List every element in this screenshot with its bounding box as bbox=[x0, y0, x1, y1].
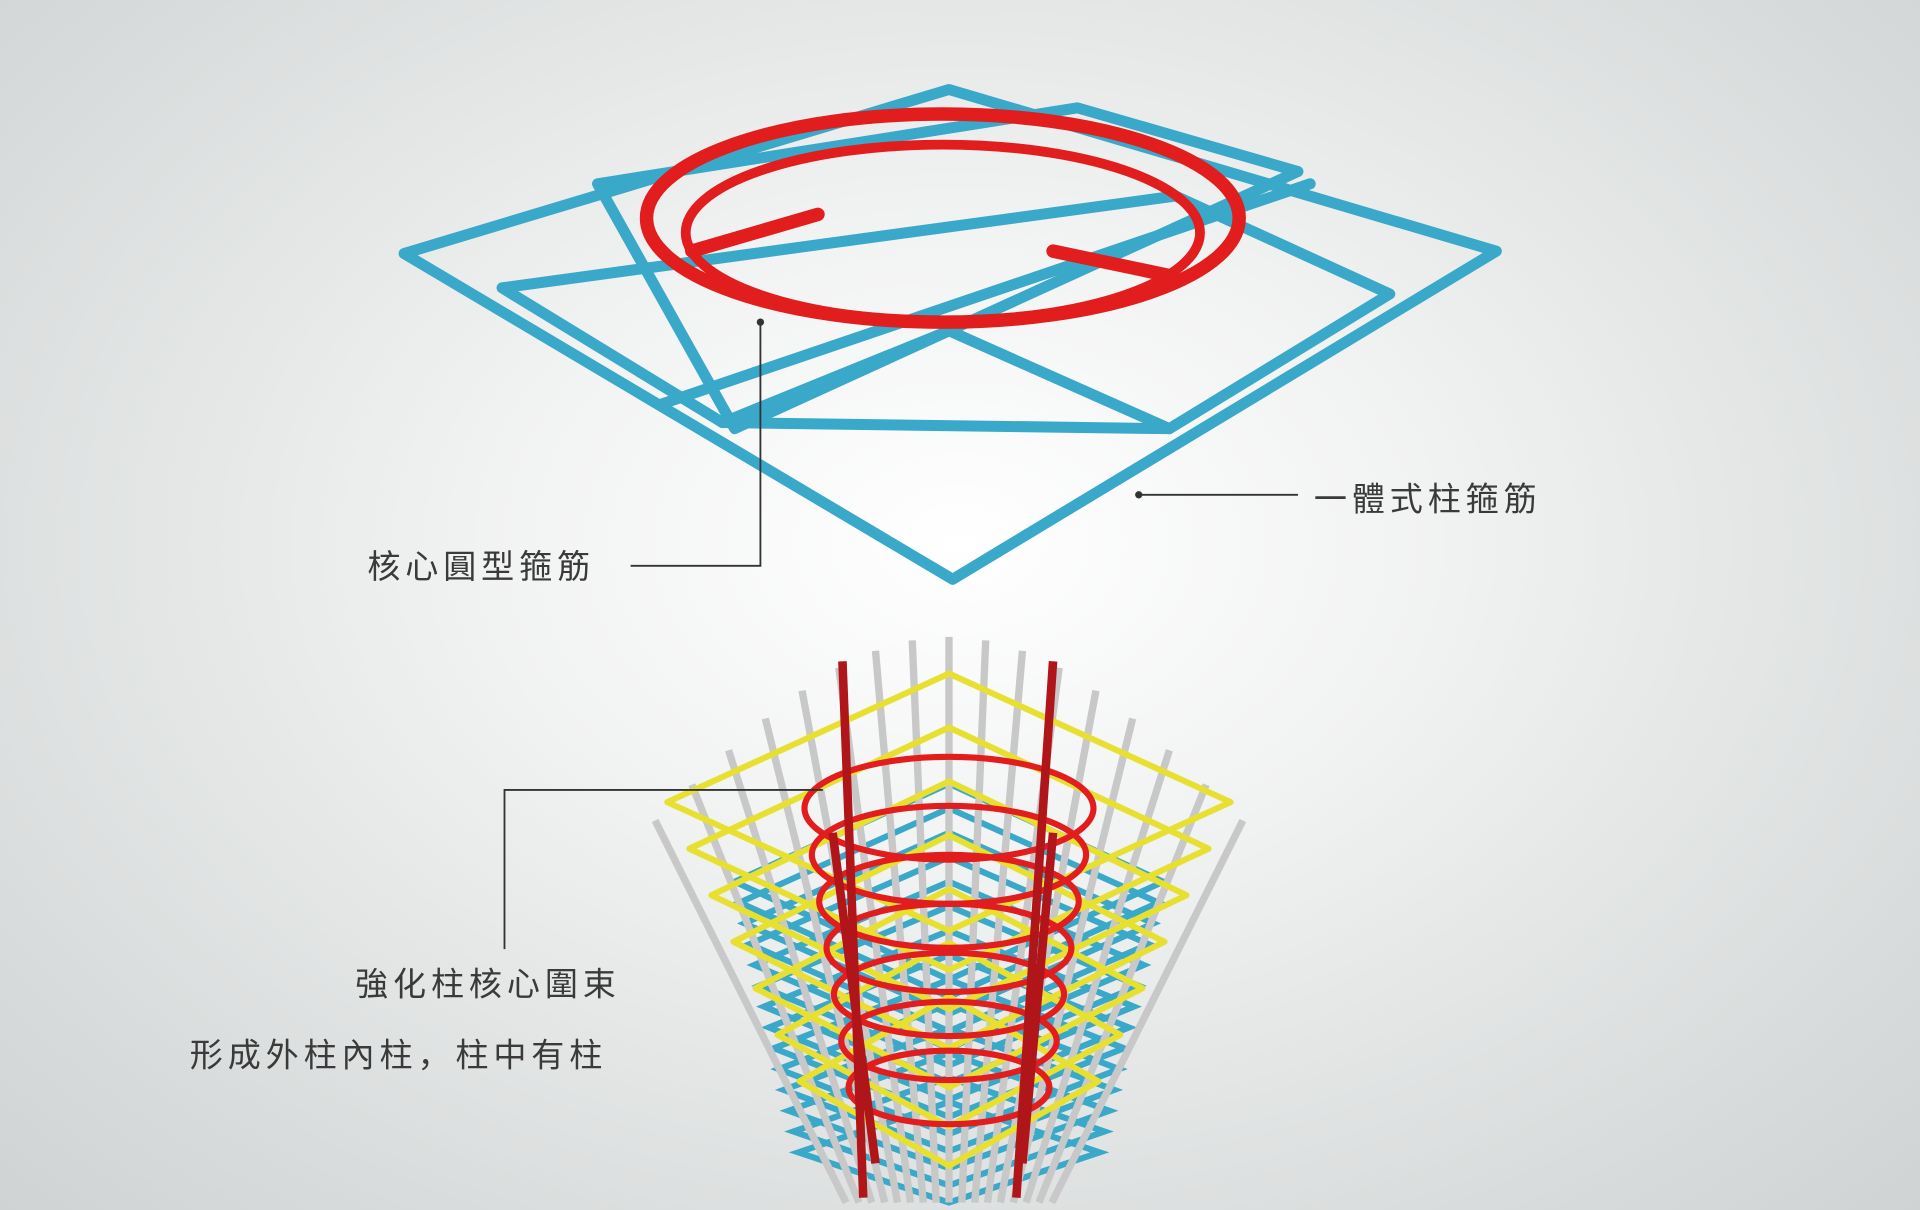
leader-line bbox=[630, 322, 762, 567]
blue-column-hoop bbox=[398, 83, 1502, 585]
longitudinal-bar bbox=[761, 717, 889, 1204]
yellow-tie bbox=[774, 939, 1124, 1130]
blue-tie bbox=[774, 1025, 1124, 1155]
yellow-tie bbox=[752, 886, 1146, 1091]
label-integrated-column-hoop: 一體式柱箍筋 bbox=[1314, 480, 1542, 519]
core-longitudinal-bar bbox=[1018, 832, 1058, 1164]
leader-line bbox=[503, 788, 823, 950]
reinforced-column bbox=[651, 636, 1247, 1206]
core-longitudinal-bar bbox=[838, 661, 868, 1198]
core-longitudinal-bar bbox=[828, 832, 880, 1164]
red-core-spiral bbox=[816, 851, 1082, 951]
yellow-tie bbox=[708, 778, 1190, 1013]
longitudinal-bar bbox=[1035, 783, 1210, 1204]
red-core-spiral bbox=[801, 753, 1097, 863]
core-longitudinal-bar bbox=[1012, 661, 1058, 1198]
red-core-spiral bbox=[845, 1047, 1053, 1128]
integrated-hoop-assembly bbox=[398, 83, 1502, 585]
label-reinforce-core: 強化柱核心圍束 bbox=[355, 965, 621, 1004]
longitudinal-bar bbox=[688, 783, 863, 1204]
red-core-spiral bbox=[830, 949, 1068, 1040]
longitudinal-bar bbox=[1009, 717, 1137, 1204]
longitudinal-bar bbox=[651, 818, 850, 1205]
yellow-tie bbox=[796, 993, 1102, 1169]
label-core-circular-hoop: 核心圓型箍筋 bbox=[367, 547, 595, 586]
label-column-in-column: 形成外柱內柱，柱中有柱 bbox=[190, 1036, 607, 1075]
red-core-spiral bbox=[823, 900, 1075, 995]
longitudinal-bar bbox=[1048, 818, 1247, 1205]
red-core-hoop bbox=[639, 107, 1246, 329]
red-core-spiral bbox=[838, 998, 1060, 1084]
